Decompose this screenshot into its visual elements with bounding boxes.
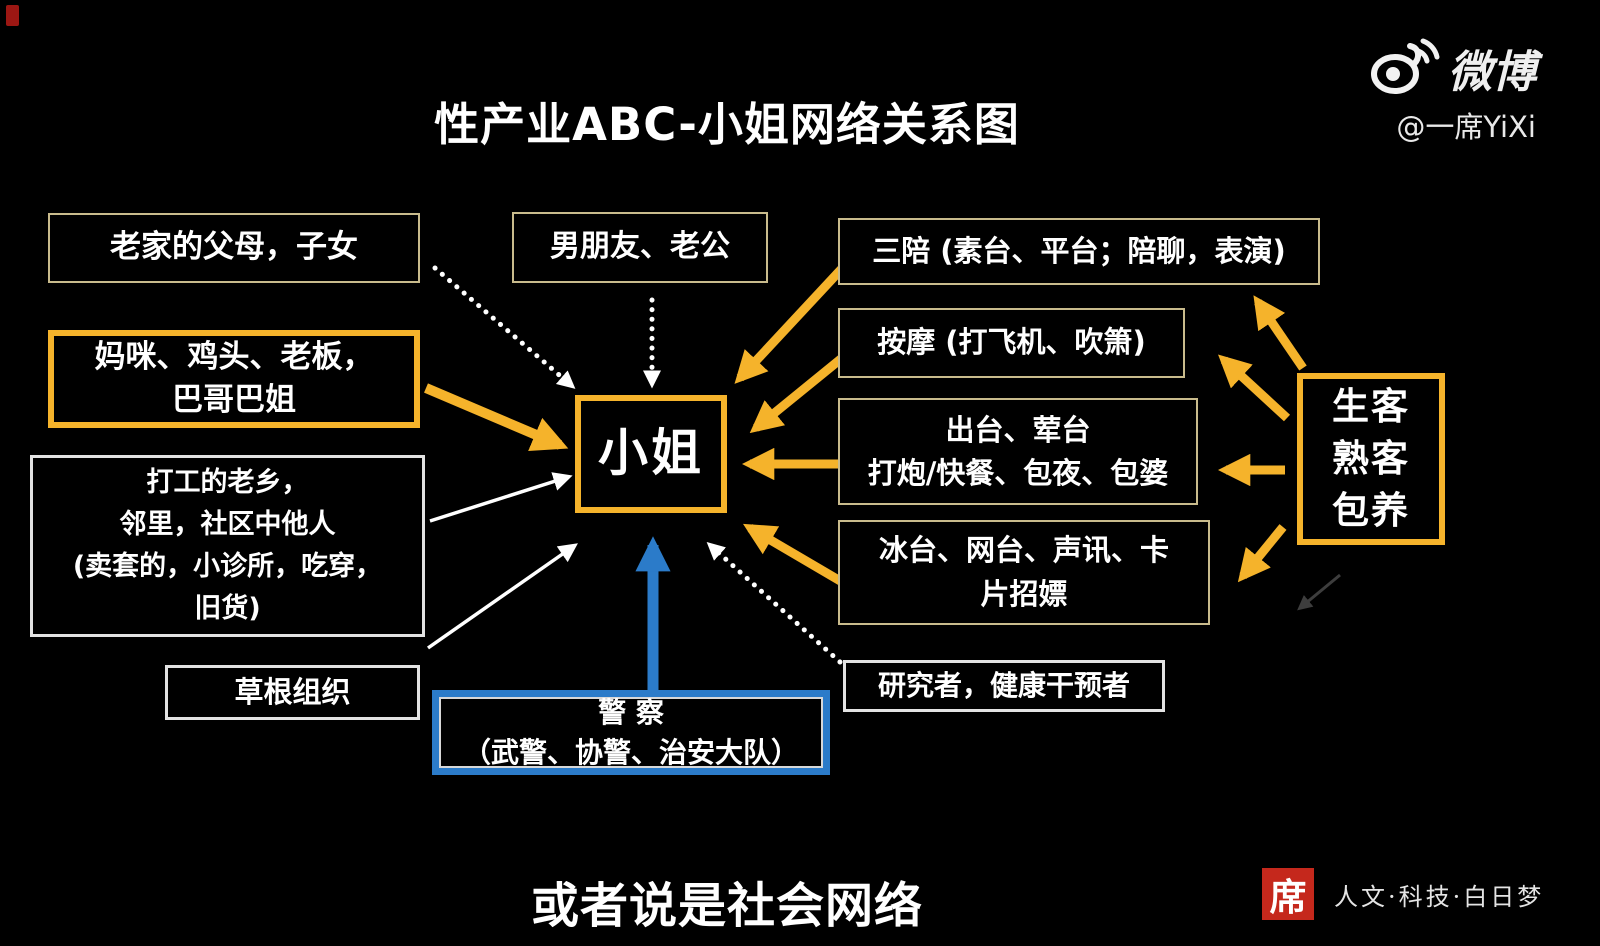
node-grassroots-orgs: 草根组织 — [165, 665, 420, 720]
yixi-logo: 席 — [1262, 868, 1314, 920]
node-migrant-community: 打工的老乡， 邻里，社区中他人 (卖套的，小诊所，吃穿， 旧货) — [30, 455, 425, 637]
bottom-caption: 或者说是社会网络 — [530, 878, 924, 934]
node-researchers: 研究者，健康干预者 — [843, 660, 1165, 712]
node-mami-pimp-boss: 妈咪、鸡头、老板， 巴哥巴姐 — [48, 330, 420, 428]
weibo-logo-icon — [1368, 34, 1440, 102]
arrow-kehu-to-anmo — [1218, 354, 1291, 422]
node-hometown-parents-children: 老家的父母，子女 — [48, 213, 420, 283]
arrow-anmo-to-xiaojie — [749, 354, 845, 434]
node-massage: 按摩 (打飞机、吹箫) — [838, 308, 1185, 378]
node-chutai-services: 出台、荤台 打炮/快餐、包夜、包婆 — [838, 398, 1198, 505]
weibo-handle: @一席YiXi — [1396, 110, 1536, 144]
corner-red-mark — [6, 5, 19, 26]
node-sanpei-escort: 三陪 (素台、平台；陪聊，表演) — [838, 218, 1320, 285]
page-title: 性产业ABC-小姐网络关系图 — [434, 98, 1020, 151]
arrow-dagong-to-xiaojie — [429, 472, 573, 523]
arrow-yanjiu-to-xiaojie — [706, 541, 843, 665]
arrow-parents-to-xiaojie — [432, 265, 576, 389]
arrow-kehu-to-offslide — [1297, 573, 1341, 611]
node-bingtai-solicitation: 冰台、网台、声讯、卡 片招嫖 — [838, 520, 1210, 625]
node-xiaojie-center: 小姐 — [575, 395, 727, 513]
arrow-kehu-to-bingtai — [1237, 524, 1287, 583]
yixi-tagline: 人文·科技·白日梦 — [1334, 882, 1545, 911]
arrow-mami-to-xiaojie — [424, 383, 569, 451]
arrow-bingtai-to-xiaojie — [743, 523, 845, 586]
node-clients: 生客 熟客 包养 — [1297, 373, 1445, 545]
yixi-brand: 席 人文·科技·白日梦 — [1262, 868, 1544, 920]
node-police: 警 察 （武警、协警、治安大队） — [432, 690, 830, 775]
watermark: 微博 @一席YiXi — [1368, 34, 1536, 146]
arrow-caogen-to-xiaojie — [426, 543, 578, 650]
weibo-wordmark: 微博 — [1448, 47, 1536, 98]
arrow-kehu-to-sanpei — [1253, 295, 1307, 371]
arrow-sanpei-to-xiaojie — [734, 258, 852, 384]
node-boyfriend-husband: 男朋友、老公 — [512, 212, 768, 283]
